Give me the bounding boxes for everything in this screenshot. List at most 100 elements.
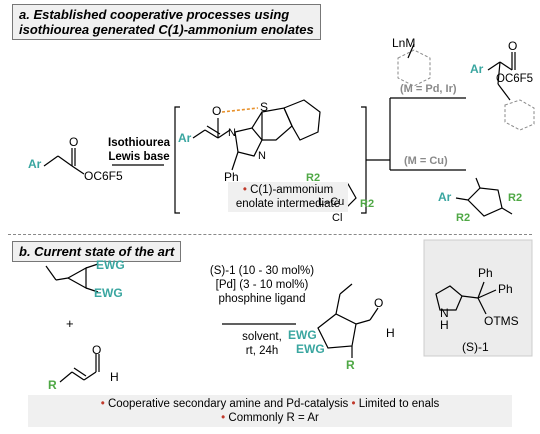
section-b-title: b. Current state of the art <box>12 241 182 262</box>
enal-bond-3 <box>83 371 97 381</box>
vcp-vinyl-2 <box>55 277 69 281</box>
intermediate-note: • C(1)-ammonium enolate intermediate <box>228 182 348 212</box>
enal-alkene-2 <box>73 367 87 377</box>
reagent-line1: Isothiourea <box>108 137 170 149</box>
enal-h-label: H <box>110 370 119 384</box>
lnm-label: LnM <box>392 36 416 50</box>
prod-b-h-label: H <box>386 326 395 340</box>
section-a-title: a. Established cooperative processes usi… <box>12 4 321 40</box>
conditions-b-line2: [Pd] (3 - 10 mol%) <box>215 279 309 291</box>
ring-imidazoline <box>234 127 263 157</box>
enolate-s-label: S <box>260 100 269 114</box>
note-cooperative: Cooperative secondary amine and Pd-catal… <box>107 398 349 410</box>
allyl-ring-dashed <box>397 49 431 87</box>
enolate-o-label: O <box>212 104 222 118</box>
prod-a-bond3 <box>497 61 501 85</box>
lnm-bond <box>407 43 415 59</box>
enolate-ph-label: Ph <box>224 170 239 184</box>
cu-lcu-label: L–Cu <box>318 196 345 208</box>
prod-a-o-label: O <box>508 39 518 53</box>
section-a-title-line1: a. Established cooperative processes usi… <box>19 7 290 22</box>
ring-c-s <box>251 111 263 129</box>
vcp-ewg2: EWG <box>94 286 123 300</box>
cat-otms-label: OTMS <box>484 314 519 328</box>
section-b-title-text: b. Current state of the art <box>19 244 175 259</box>
hydantoin-r2-left: R2 <box>456 212 471 224</box>
scheme-b <box>45 239 533 383</box>
hydantoin-ar-label: Ar <box>438 190 452 204</box>
scheme-a <box>43 43 535 217</box>
enolate-alkene-1 <box>204 129 219 139</box>
enolate-ar-label: Ar <box>178 131 192 145</box>
prod-a-bond4 <box>497 83 511 101</box>
prod-b-cho-2 <box>369 307 379 321</box>
ester-bond-1 <box>43 155 59 167</box>
bullet-icon: • <box>351 398 356 410</box>
vcp-ring <box>66 266 87 290</box>
vcp-ewg-bond-2 <box>85 287 99 293</box>
catalyst-label: (S)-1 <box>462 340 489 354</box>
ester-ar-label: Ar <box>28 157 42 171</box>
prod-b-cho-1 <box>355 319 371 325</box>
section-b-notes: • Cooperative secondary amine and Pd-cat… <box>28 395 512 427</box>
ester-o-label: O <box>69 135 79 149</box>
prod-b-o-label: O <box>374 296 384 310</box>
ester-bond-2 <box>57 155 73 167</box>
prod-a-bond1 <box>487 61 501 71</box>
reagent-line2: Lewis base <box>108 151 170 163</box>
conditions-b-line3: phosphine ligand <box>218 293 306 305</box>
cu-r2-top-label: R2 <box>306 172 321 184</box>
plus-sign: + <box>66 316 74 331</box>
ester-bond-3 <box>71 165 85 175</box>
vcp-vinyl-1 <box>45 265 57 281</box>
conditions-b-line4: solvent, <box>242 331 282 343</box>
notes-line1: • Cooperative secondary amine and Pd-cat… <box>28 397 512 411</box>
hydantoin-r2-right: R2 <box>508 192 523 204</box>
hydantoin-ar-bond <box>455 197 469 201</box>
vcp-ewg1: EWG <box>96 258 125 272</box>
prod-a-ring-dashed <box>504 99 535 131</box>
enolate-c-n <box>217 129 231 139</box>
vcp-ewg-bond-1 <box>85 263 99 269</box>
hydantoin-co2 <box>501 207 513 215</box>
section-divider <box>8 234 532 235</box>
note-commonly: Commonly R = Ar <box>228 412 319 424</box>
catalyst-box <box>423 239 533 357</box>
enal-alkene-1 <box>71 371 85 381</box>
enal-r-label: R <box>48 378 57 392</box>
prod-b-vinyl-2 <box>339 283 353 295</box>
ring-benzo <box>283 99 321 141</box>
prod-b-ewg2: EWG <box>296 342 325 356</box>
notes-line2: • Commonly R = Ar <box>28 411 512 425</box>
metal-pd-ir-label: (M = Pd, Ir) <box>400 83 457 95</box>
prod-a-bond2 <box>499 61 513 71</box>
metal-cu-label: (M = Cu) <box>404 155 448 167</box>
hydantoin-ring <box>467 187 503 217</box>
enolate-ar-bond <box>192 129 206 139</box>
bullet-icon: • <box>242 184 247 196</box>
enolate-n1-label: N <box>228 127 236 139</box>
cu-r2-right-label: R2 <box>360 198 375 210</box>
bullet-icon: • <box>100 398 105 410</box>
cu-cl-label: Cl <box>332 212 343 224</box>
intermediate-note-line1: • C(1)-ammonium <box>242 184 334 196</box>
cat-h-label: H <box>440 318 449 332</box>
s-o-interaction <box>221 107 259 113</box>
cat-ph2-label: Ph <box>498 282 513 296</box>
bullet-icon: • <box>221 412 226 424</box>
bracket-left <box>174 106 180 214</box>
conditions-b-line5: rt, 24h <box>245 345 279 357</box>
prod-b-vinyl-1 <box>335 293 341 315</box>
prod-b-ring <box>317 313 357 349</box>
intermediate-note-line2: enolate intermediate <box>235 198 341 210</box>
ester-oc6f5-label: OC6F5 <box>84 169 123 183</box>
enal-o-label: O <box>92 343 102 357</box>
conditions-b-bottom: solvent, rt, 24h <box>196 330 328 358</box>
hydantoin-co1 <box>475 177 481 189</box>
ring-thiazole <box>261 107 293 141</box>
prod-a-oc6f5-label: OC6F5 <box>496 73 534 85</box>
note-limited: Limited to enals <box>358 398 440 410</box>
conditions-b-top: (S)-1 (10 - 30 mol%) [Pd] (3 - 10 mol%) … <box>196 264 328 306</box>
prod-b-ewg1: EWG <box>288 328 317 342</box>
cat-n-label: N <box>440 306 449 320</box>
